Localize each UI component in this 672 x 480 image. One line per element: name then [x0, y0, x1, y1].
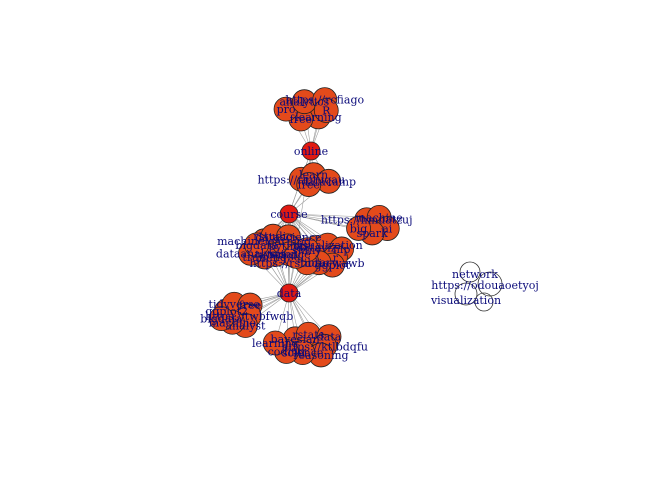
node-label: https://ktlbdqfu: [281, 340, 368, 353]
node-hub-course: [279, 204, 299, 224]
node-label: dataviz: [296, 242, 336, 255]
node-right-small-4: [346, 216, 371, 241]
node-label: analyst: [225, 320, 266, 333]
node-label: shiny: [292, 244, 322, 257]
node-label: nlp: [333, 243, 351, 256]
node-layer: [208, 87, 400, 368]
node-label: bigdata: [200, 313, 243, 326]
isolate-node-0: [459, 261, 481, 283]
node-label: learning: [252, 337, 299, 350]
node-label: big: [350, 222, 368, 235]
node-label: ggplot2: [205, 305, 248, 318]
node-label: ai: [382, 223, 393, 236]
node-label: bigdata: [235, 239, 278, 252]
node-label: analytics: [279, 96, 329, 109]
node-label: rstats: [292, 328, 324, 341]
node-label: science: [269, 248, 311, 261]
node-label: R: [322, 104, 331, 117]
label-layer: learningfreeproanalyticshttps://rcfiagoR…: [200, 94, 412, 362]
hub-label-online: online: [294, 145, 328, 158]
node-label: science: [282, 347, 324, 360]
node-hub-data: [279, 283, 299, 303]
node-label: rstudio: [253, 230, 293, 243]
node-label: learning: [295, 111, 342, 124]
node-label: https://rmtuqau: [257, 173, 345, 186]
isolate-label-0: network: [452, 268, 498, 281]
node-label: spark: [357, 227, 389, 240]
node-label: learn: [299, 169, 328, 182]
node-label: tidyverse: [209, 298, 260, 311]
hub-label-course: course: [270, 208, 307, 221]
node-label: coding: [268, 346, 305, 359]
isolate-node-1: [477, 271, 503, 297]
node-label: ggplot: [315, 259, 351, 272]
node-label: https://twbfwqb: [205, 310, 293, 323]
node-label: machine: [209, 316, 256, 329]
node-label: data: [317, 331, 342, 344]
node-lower-right-7: [262, 330, 288, 356]
node-label: library: [300, 257, 338, 270]
node-label: datacamp: [301, 175, 356, 188]
node-label: dataanalysis: [216, 247, 286, 260]
node-label: https://rstudio.wawb: [249, 257, 364, 270]
node-label: bayesian: [271, 333, 320, 346]
node-label: tutorial: [255, 248, 297, 261]
node-top-5: [313, 98, 339, 123]
node-label: datascience: [255, 231, 321, 244]
node-label: r: [333, 251, 339, 264]
node-label: https://rcfiago: [285, 94, 364, 107]
isolate-node-2: [454, 282, 478, 306]
hub-label-data: data: [277, 287, 302, 300]
node-label: free: [290, 113, 312, 126]
node-label: sql: [288, 250, 305, 263]
node-label: reasoning: [293, 349, 348, 362]
node-center-left-8: [244, 232, 269, 258]
node-label: https://hmuatzuj: [321, 214, 413, 227]
isolate-label-2: visualization: [430, 294, 501, 307]
node-label: pro: [277, 103, 296, 116]
node-center-right-8: [294, 237, 320, 263]
node-label: python: [269, 240, 307, 253]
node-label: training: [242, 251, 286, 264]
node-upper-mid-3: [296, 172, 322, 197]
node-label: free: [239, 299, 261, 312]
node-label: machine: [355, 211, 402, 224]
isolate-node-3: [474, 292, 494, 312]
node-label: machinelearning: [217, 235, 311, 248]
node-label: visualization: [292, 239, 363, 252]
node-lower-left-6: [208, 306, 234, 332]
isolate-label-1: https://odouaoetyoj: [431, 279, 538, 292]
node-label: free: [298, 179, 320, 192]
node-hub-online: [301, 141, 321, 161]
